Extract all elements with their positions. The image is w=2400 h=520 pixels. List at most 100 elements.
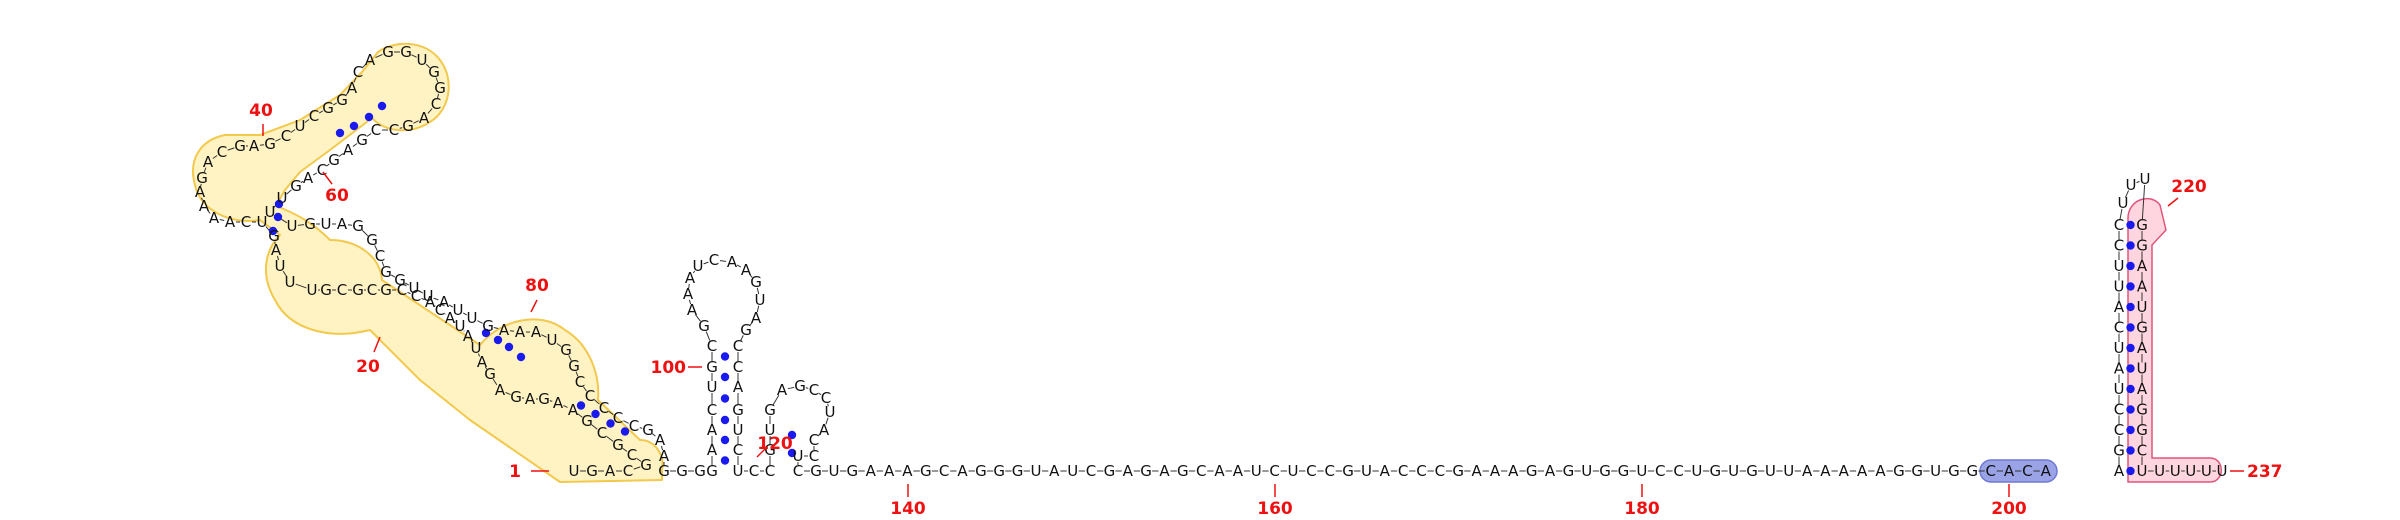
backbone-segment xyxy=(695,314,701,322)
nucleotide-131: U xyxy=(733,462,744,480)
nucleotide-229: U xyxy=(2126,176,2137,194)
nucleotide-66: G xyxy=(356,131,368,149)
backbone-segment xyxy=(201,197,203,201)
base-pair-dot xyxy=(2126,241,2135,250)
backbone-segment xyxy=(259,144,265,146)
nucleotide-39: A xyxy=(209,209,220,227)
index-tick-20 xyxy=(373,336,381,353)
nucleotide-178: A xyxy=(1380,462,1391,480)
backbone-segment xyxy=(212,155,218,159)
nucleotide-139: C xyxy=(809,381,819,399)
nucleotide-199: U xyxy=(1765,462,1776,480)
nucleotide-100: G xyxy=(642,421,654,439)
nucleotide-10: A xyxy=(568,401,579,419)
base-pair-dot xyxy=(576,401,586,410)
nucleotide-188: G xyxy=(1563,462,1575,480)
nucleotide-147: G xyxy=(810,462,822,480)
backbone-segment xyxy=(636,458,642,462)
nucleotide-200: U xyxy=(1783,462,1794,480)
backbone-segment xyxy=(436,93,440,99)
nucleotide-56: G xyxy=(382,43,394,61)
nucleotide-121: G xyxy=(750,273,762,291)
backbone-segment xyxy=(2119,208,2123,220)
nucleotide-168: C xyxy=(1196,462,1206,480)
backbone-segment xyxy=(374,245,378,251)
nucleotide-141: U xyxy=(825,403,836,421)
backbone-segment xyxy=(577,413,583,418)
base-pair-dot xyxy=(720,394,730,403)
nucleotide-227: C xyxy=(2114,216,2124,234)
backbone-segment xyxy=(332,102,338,106)
nucleotide-51: G xyxy=(322,99,334,117)
backbone-segment xyxy=(326,163,330,167)
nucleotide-68: G xyxy=(328,151,340,169)
nucleotide-228: U xyxy=(2118,194,2129,212)
nucleotide-41: A xyxy=(195,183,206,201)
nucleotide-248: U xyxy=(2217,462,2228,480)
base-pair-dot xyxy=(620,427,630,436)
backbone-segment xyxy=(433,297,439,301)
nucleotide-16: G xyxy=(484,365,496,383)
backbone-segment xyxy=(282,270,288,278)
nucleotide-231: G xyxy=(2136,216,2148,234)
nucleotide-23: A xyxy=(425,293,436,311)
nucleotide-221: U xyxy=(2114,339,2125,357)
nucleotide-181: C xyxy=(1435,462,1445,480)
nucleotide-197: U xyxy=(1728,462,1739,480)
base-pair-dot xyxy=(2126,446,2135,455)
highlight-layer xyxy=(192,42,2222,483)
base-pair-dot xyxy=(274,199,284,209)
nucleotide-88: G xyxy=(482,317,494,335)
nucleotide-24: C xyxy=(411,287,421,305)
nucleotide-119: A xyxy=(727,253,738,271)
base-pair-dot xyxy=(377,101,387,111)
nucleotide-130: C xyxy=(733,441,743,459)
nucleotide-109: C xyxy=(707,401,717,419)
nucleotide-209: G xyxy=(1948,462,1960,480)
nucleotide-91: A xyxy=(531,323,542,341)
nucleotide-11: A xyxy=(553,394,564,412)
backbone-segment xyxy=(418,290,424,294)
nucleotide-226: C xyxy=(2114,237,2124,255)
backbone-segment xyxy=(454,321,456,323)
nucleotide-63: G xyxy=(402,117,414,135)
nucleotide-127: A xyxy=(733,378,744,396)
nucleotide-89: A xyxy=(499,321,510,339)
backbone-segment xyxy=(639,427,643,429)
nucleotide-208: U xyxy=(1930,462,1941,480)
nucleotide-194: C xyxy=(1673,462,1683,480)
backbone-segment xyxy=(787,386,795,390)
nucleotide-142: A xyxy=(819,421,830,439)
nucleotide-183: A xyxy=(1471,462,1482,480)
nucleotide-106: G xyxy=(706,462,718,480)
backbone-segment xyxy=(493,326,499,330)
nucleotide-202: A xyxy=(1820,462,1831,480)
index-label-220: 220 xyxy=(2171,177,2207,197)
nucleotide-182: G xyxy=(1452,462,1464,480)
base-pair-dot xyxy=(591,409,600,419)
base-pair-dot xyxy=(335,128,345,138)
backbone-segment xyxy=(404,282,410,286)
nucleotide-98: C xyxy=(613,409,623,427)
nucleotide-21: A xyxy=(445,309,456,327)
index-label-40: 40 xyxy=(249,101,273,121)
backbone-segment xyxy=(756,305,760,313)
nucleotide-114: A xyxy=(687,301,698,319)
backbone-segment xyxy=(411,54,417,58)
nucleotide-20: U xyxy=(455,317,466,335)
nucleotide-101: A xyxy=(655,431,666,449)
nucleotide-140: C xyxy=(821,389,831,407)
backbone-segment xyxy=(583,386,587,392)
nucleotide-149: G xyxy=(847,462,859,480)
nucleotide-77: A xyxy=(337,215,348,233)
base-pair-dot xyxy=(787,430,797,440)
base-pair-dot xyxy=(2126,364,2135,373)
nucleotide-138: G xyxy=(794,377,806,395)
nucleotide-247: U xyxy=(2201,462,2212,480)
nucleotide-1: U xyxy=(569,462,580,480)
nucleotide-175: C xyxy=(1324,462,1334,480)
base-pair-dot xyxy=(268,226,278,236)
base-pair-dot xyxy=(787,448,797,458)
nucleotide-148: U xyxy=(829,462,840,480)
base-pair-dot xyxy=(720,435,730,445)
